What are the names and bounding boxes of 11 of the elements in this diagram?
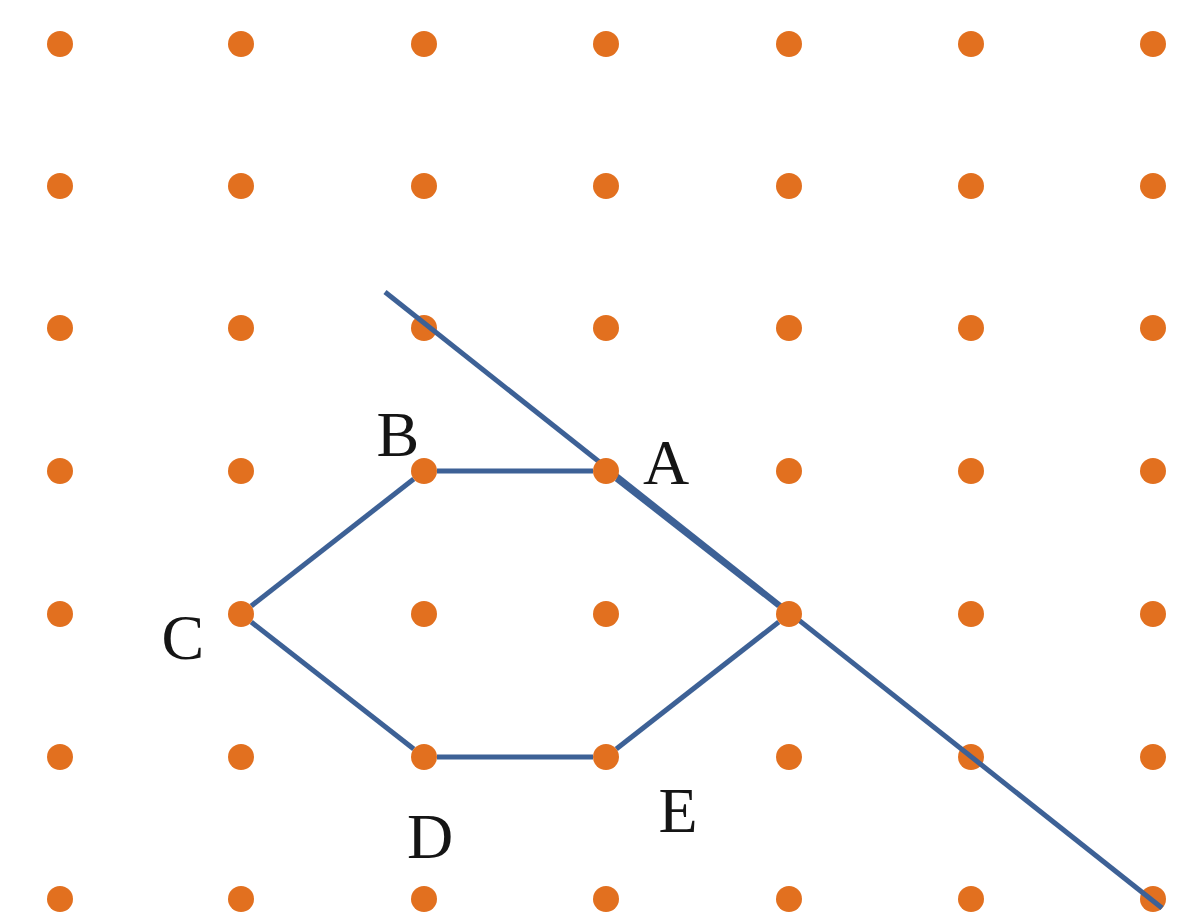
vertex-dot bbox=[776, 601, 802, 627]
point-label: A bbox=[643, 431, 690, 495]
line-segment bbox=[249, 477, 416, 608]
line-segment bbox=[437, 754, 593, 760]
line-segment bbox=[249, 620, 416, 751]
line-segment bbox=[614, 620, 781, 751]
point-label: C bbox=[161, 606, 205, 670]
point-label: E bbox=[658, 779, 698, 843]
point-label: D bbox=[407, 805, 454, 869]
line-segment bbox=[437, 468, 593, 474]
point-label: B bbox=[376, 403, 420, 467]
